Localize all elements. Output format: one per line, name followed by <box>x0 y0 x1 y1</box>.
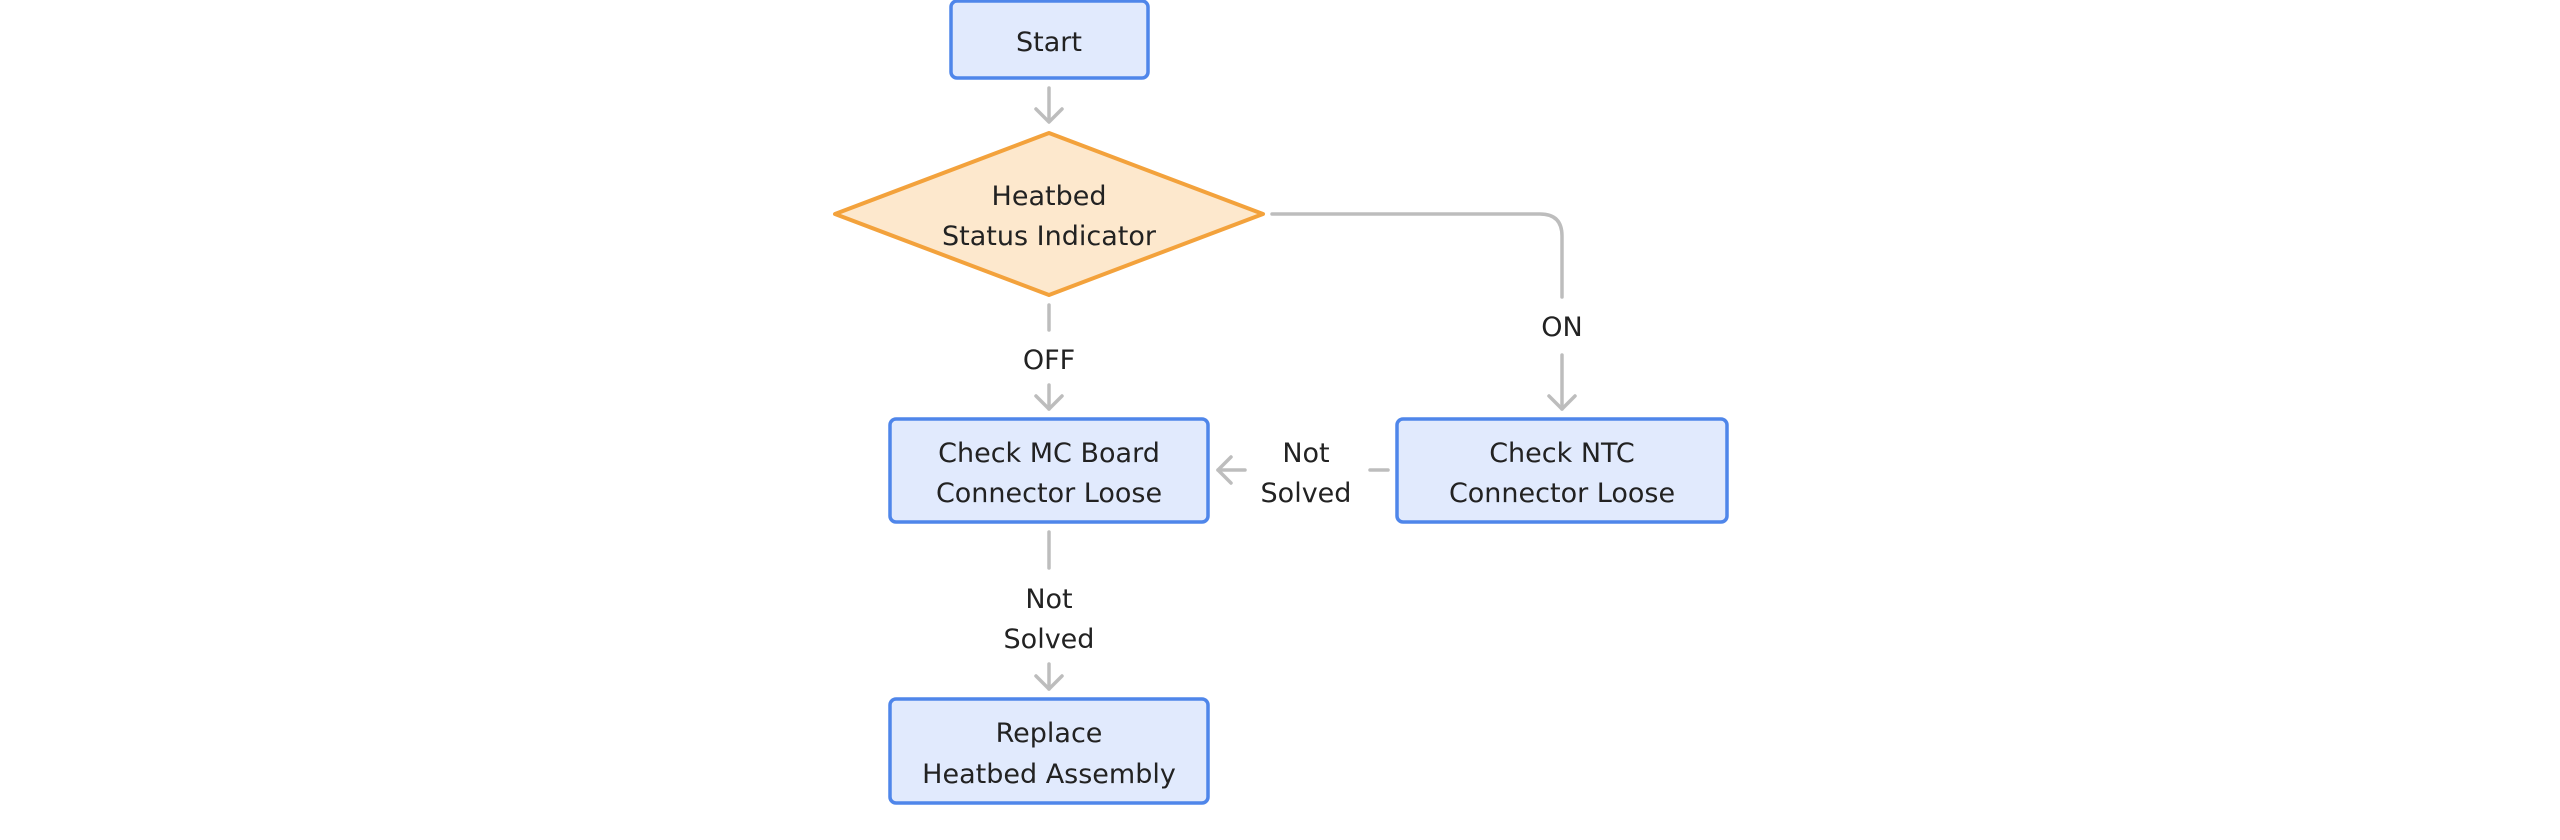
node-check-ntc-label-line2: Connector Loose <box>1449 478 1675 509</box>
edge-status-to-mc-board: OFF <box>1023 303 1075 411</box>
node-heatbed-status: Heatbed Status Indicator <box>833 131 1265 297</box>
edge-status-to-ntc: ON <box>1270 212 1583 411</box>
edge-label-off: OFF <box>1023 345 1075 376</box>
node-start-label: Start <box>1016 27 1082 58</box>
node-check-ntc-label: Check NTC <box>1489 438 1635 469</box>
edge-start-to-status <box>1034 86 1064 124</box>
node-heatbed-status-label-line2: Status Indicator <box>942 221 1157 252</box>
arrow-down-icon <box>1034 107 1064 124</box>
edge-label-on: ON <box>1541 312 1582 343</box>
edge-mc-board-to-replace: Not Solved <box>1004 530 1095 691</box>
arrow-left-icon <box>1216 455 1233 485</box>
edge-line <box>1270 212 1564 299</box>
node-check-mc-board: Check MC Board Connector Loose <box>888 417 1210 524</box>
node-start-box <box>949 0 1150 80</box>
node-heatbed-status-label: Heatbed <box>992 181 1107 212</box>
node-start: Start <box>949 0 1150 80</box>
node-check-ntc-box <box>1395 417 1729 524</box>
node-replace-heatbed-label: Replace <box>996 718 1103 749</box>
node-check-ntc: Check NTC Connector Loose <box>1395 417 1729 524</box>
node-check-mc-board-label: Check MC Board <box>938 438 1160 469</box>
arrow-down-icon <box>1034 394 1064 411</box>
node-replace-heatbed-box <box>888 697 1210 805</box>
edge-label-not-solved-line2: Solved <box>1004 624 1095 655</box>
arrow-down-icon <box>1547 394 1577 411</box>
edge-label-not-solved: Not <box>1025 584 1072 615</box>
node-replace-heatbed: Replace Heatbed Assembly <box>888 697 1210 805</box>
node-replace-heatbed-label-line2: Heatbed Assembly <box>922 759 1176 790</box>
edge-label-not-solved: Not <box>1282 438 1329 469</box>
edge-label-not-solved-line2: Solved <box>1261 478 1352 509</box>
arrow-down-icon <box>1034 674 1064 691</box>
edge-ntc-to-mc-board: Not Solved <box>1216 438 1390 509</box>
node-heatbed-status-diamond <box>833 131 1265 297</box>
node-check-mc-board-box <box>888 417 1210 524</box>
node-check-mc-board-label-line2: Connector Loose <box>936 478 1162 509</box>
